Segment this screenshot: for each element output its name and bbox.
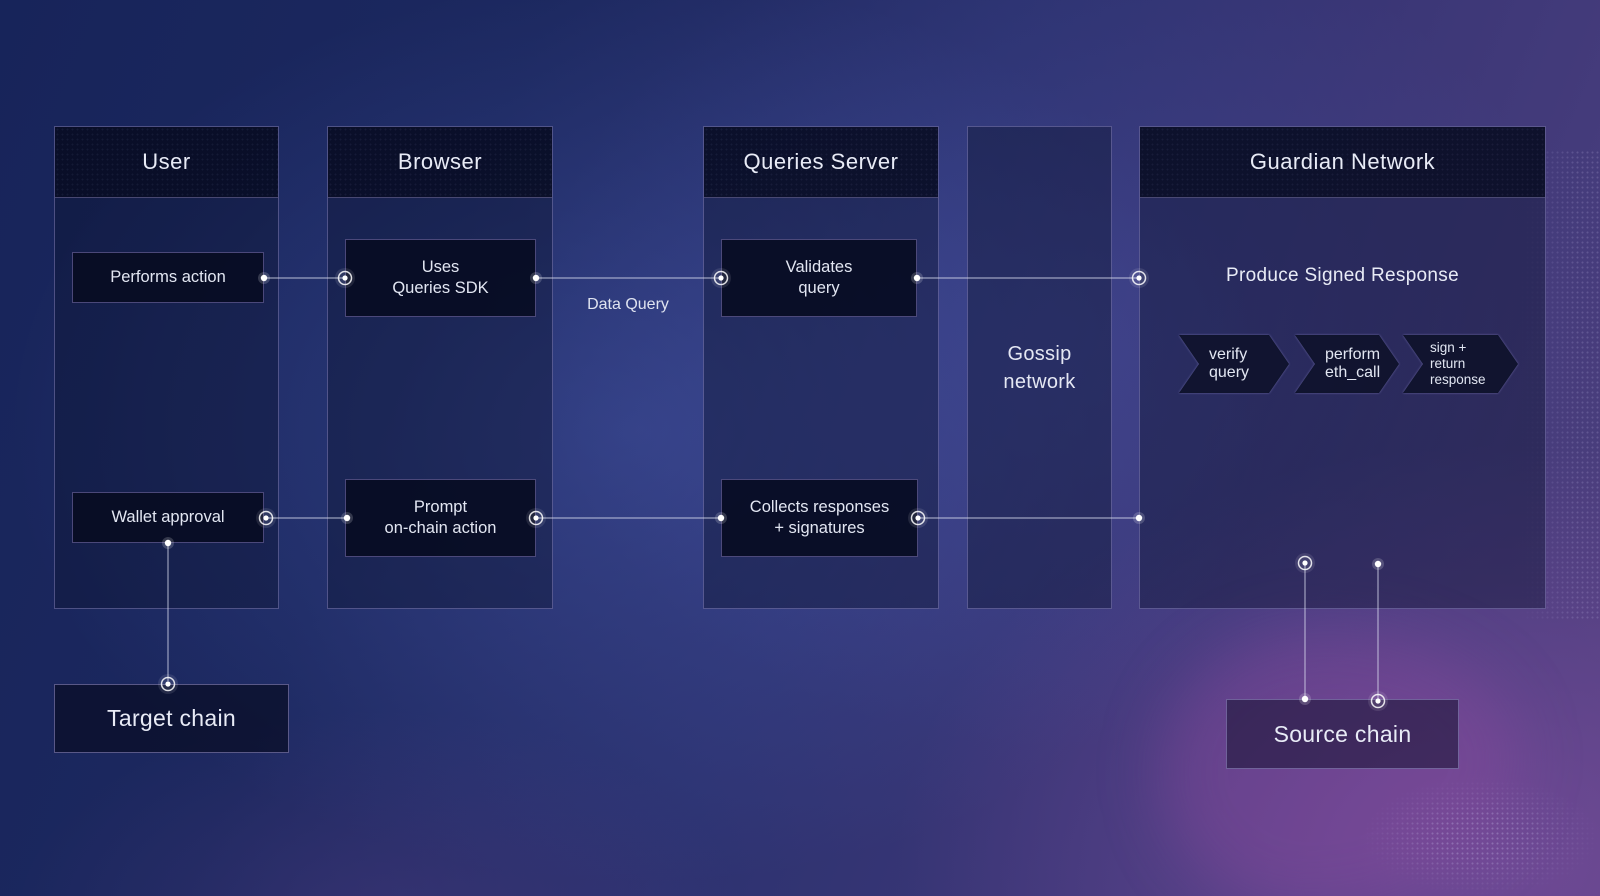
node-prompt-on-chain-action: Prompt on-chain action xyxy=(345,479,536,557)
chevron-arrow-icon: sign + return response xyxy=(1403,335,1518,393)
column-header-user: User xyxy=(55,127,278,198)
edge-label-data-query: Data Query xyxy=(587,296,669,313)
step-perform-eth-call: perform eth_call xyxy=(1295,335,1399,393)
step-sign-return-response: sign + return response xyxy=(1403,335,1518,393)
column-title: Queries Server xyxy=(743,149,899,174)
step-verify-query: verify query xyxy=(1179,335,1289,393)
node-source-chain: Source chain xyxy=(1226,699,1459,769)
column-header-guardian-network: Guardian Network xyxy=(1140,127,1545,198)
node-uses-queries-sdk: Uses Queries SDK xyxy=(345,239,536,317)
node-validates-query: Validates query xyxy=(721,239,917,317)
column-title: Browser xyxy=(397,149,483,174)
gossip-network-label: Gossip network xyxy=(1003,342,1076,393)
node-target-chain: Target chain xyxy=(54,684,289,753)
node-collects-responses: Collects responses + signatures xyxy=(721,479,918,557)
halftone-texture-right-edge xyxy=(1520,150,1600,620)
column-header-browser: Browser xyxy=(328,127,552,198)
column-title: Guardian Network xyxy=(1249,149,1436,174)
chevron-arrow-icon: verify query xyxy=(1179,335,1289,393)
chevron-arrow-icon: perform eth_call xyxy=(1295,335,1399,393)
produce-signed-response-heading: Produce Signed Response xyxy=(1226,265,1459,286)
column-gossip-network: Gossip network xyxy=(967,126,1112,609)
column-header-queries-server: Queries Server xyxy=(704,127,938,198)
node-performs-action: Performs action xyxy=(72,252,264,303)
node-wallet-approval: Wallet approval xyxy=(72,492,264,543)
column-title: User xyxy=(142,149,191,174)
